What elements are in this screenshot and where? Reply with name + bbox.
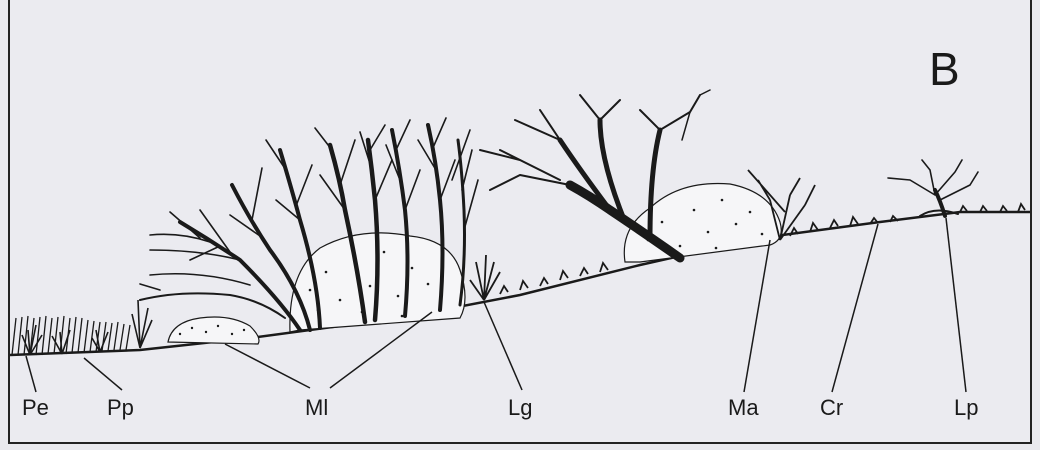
panel-letter: B (929, 46, 960, 92)
leader-lines (26, 218, 966, 392)
label-pe: Pe (22, 397, 49, 419)
leader-cr (832, 224, 878, 392)
label-pp: Pp (107, 397, 134, 419)
label-lg: Lg (508, 397, 532, 419)
lg-grass-tuft (470, 255, 500, 300)
label-lp: Lp (954, 397, 978, 419)
label-ma: Ma (728, 397, 759, 419)
leader-ma (744, 240, 770, 392)
leader-ml-left (225, 344, 310, 388)
label-cr: Cr (820, 397, 843, 419)
stippled-shrubs (168, 184, 781, 345)
leader-lp (946, 218, 966, 392)
leader-pp (84, 358, 122, 390)
leader-pe (26, 356, 36, 392)
label-ml: Ml (305, 397, 328, 419)
ground-slope-line (10, 212, 1030, 355)
leader-lg (484, 302, 522, 390)
